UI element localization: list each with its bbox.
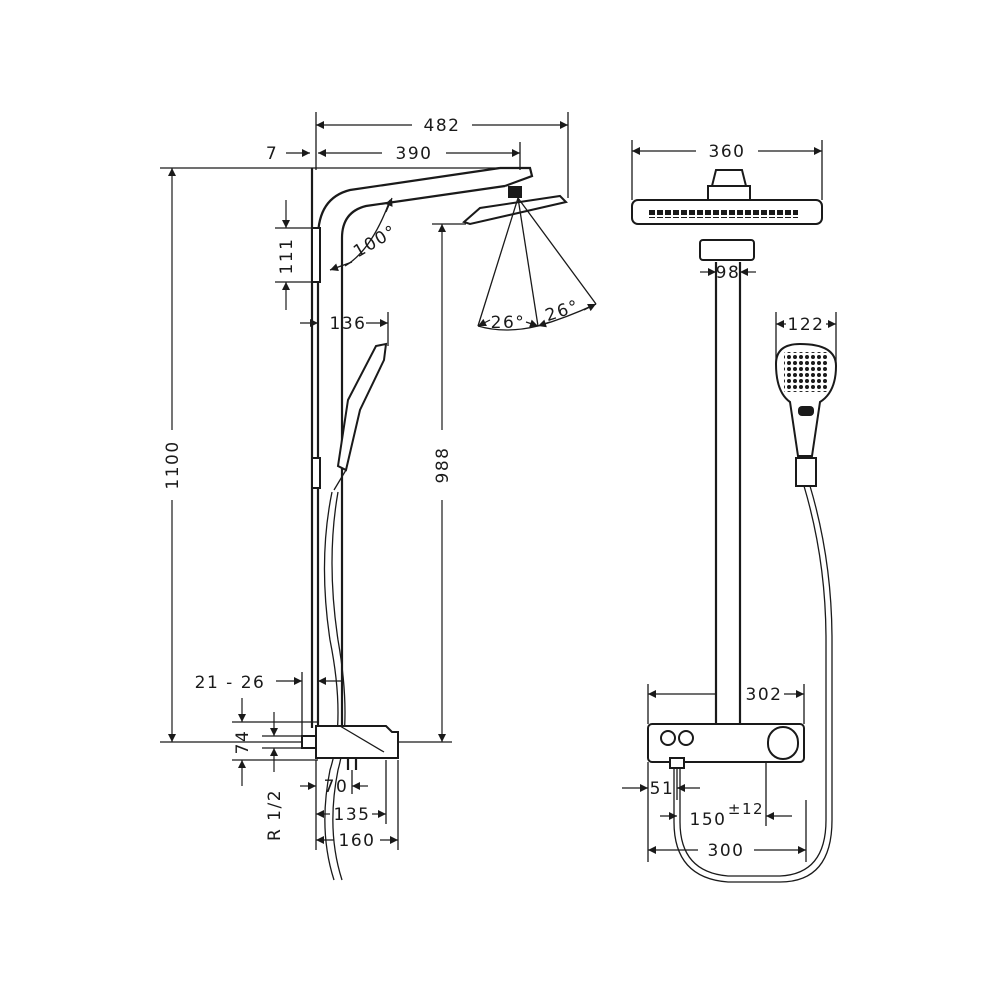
- dim-thread: R 1/2: [265, 789, 285, 841]
- dim-spray-angle-right: 26°: [543, 296, 582, 326]
- dim-handshower-offset: 136: [330, 314, 367, 334]
- head-joint: [508, 186, 522, 198]
- head-nozzles: [648, 210, 798, 218]
- dim-centres-tolerance: ±12: [728, 800, 764, 818]
- dim-arm-length: 390: [396, 144, 433, 164]
- front-view: [631, 169, 838, 883]
- dim-head-height: 988: [433, 447, 453, 484]
- shower-arm: [500, 166, 534, 188]
- handshower-holder: [795, 457, 817, 487]
- front-hose: [679, 485, 827, 877]
- dim-rail-segment: 111: [277, 238, 297, 275]
- button-left: [660, 730, 676, 746]
- dim-wall-offset: 7: [266, 144, 278, 164]
- arm-collar: [699, 239, 755, 261]
- temperature-knob: [767, 726, 799, 760]
- dim-pipe-width: 98: [716, 263, 741, 283]
- middle-wall-bracket: [311, 457, 321, 489]
- dim-left-offset: 51: [650, 779, 675, 799]
- button-right: [678, 730, 694, 746]
- handshower-nozzles: [784, 352, 828, 392]
- side-view: [301, 166, 568, 881]
- front-view-dimensions: 360 98 122 302 51 150 ±12 300: [622, 140, 837, 862]
- dim-connector-70: 70: [324, 777, 349, 797]
- dim-thermostat-height: 74: [233, 730, 253, 755]
- thermostat-side: [315, 725, 399, 759]
- upper-wall-bracket: [311, 227, 321, 283]
- hand-shower: [336, 342, 388, 472]
- side-view-dimensions: 482 7 390 1100 111 100° 26° 26°: [160, 112, 597, 851]
- dim-thermostat-width: 302: [746, 685, 783, 705]
- dim-head-angle: 100°: [350, 221, 401, 262]
- dim-head-diameter: 360: [709, 142, 746, 162]
- dim-connector-160: 160: [339, 831, 376, 851]
- head-top-cap: [710, 169, 748, 187]
- dim-wall-range: 21 - 26: [195, 673, 266, 693]
- dim-total-height: 1100: [163, 440, 183, 489]
- dim-connector-135: 135: [334, 805, 371, 825]
- front-pipe: [714, 262, 742, 726]
- shower-hose: [323, 491, 339, 881]
- dim-connection-width: 300: [708, 841, 745, 861]
- dim-centres: 150: [690, 810, 727, 830]
- dim-handshower-width: 122: [788, 315, 825, 335]
- dim-spray-angle-left: 26°: [491, 313, 526, 333]
- dim-total-width: 482: [424, 116, 461, 136]
- overhead-shower-head: [462, 194, 568, 226]
